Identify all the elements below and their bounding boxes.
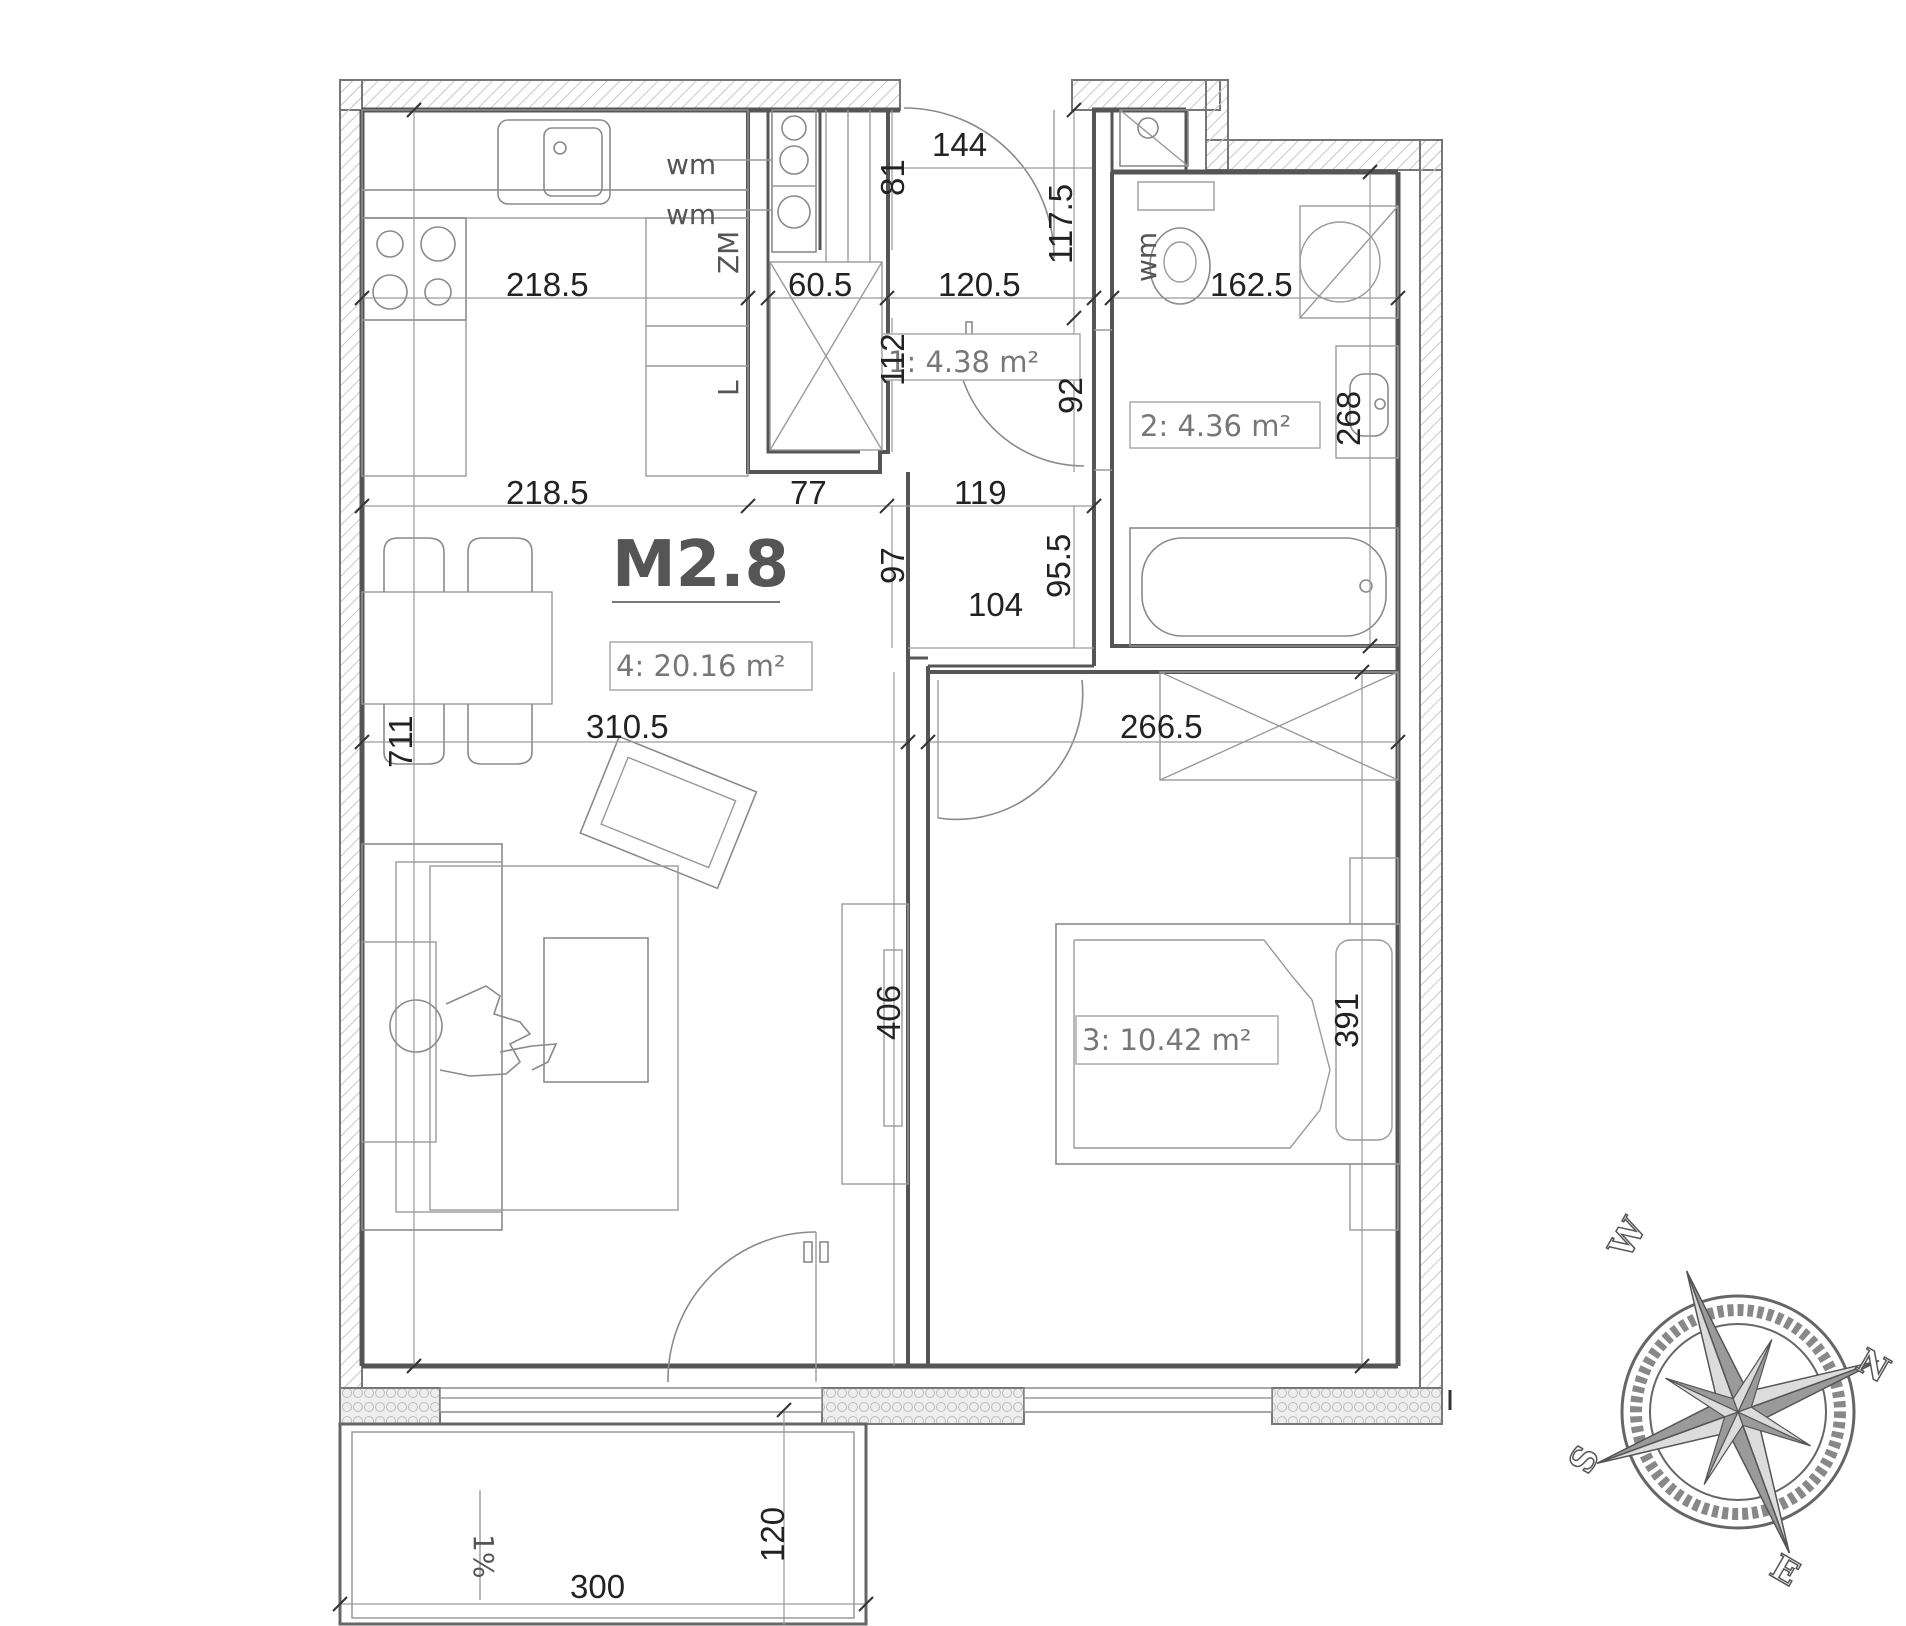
dim-92: 92: [1052, 377, 1089, 414]
living-furniture: [361, 735, 909, 1231]
washing-machine-icon: [771, 109, 817, 253]
room-2-label: 2: 4.36 m²: [1140, 409, 1291, 443]
dim-104: 104: [968, 586, 1023, 623]
compass-n: N: [1850, 1341, 1897, 1391]
balcony: [338, 1422, 868, 1626]
compass-s: S: [1561, 1439, 1608, 1480]
dim-218-5-bottom: 218.5: [506, 474, 589, 511]
bathtub-icon: [1129, 527, 1399, 647]
dim-60-5: 60.5: [788, 266, 852, 303]
room-labels: 1: 4.38 m² 2: 4.36 m² 3: 10.42 m² 4: 20.…: [609, 333, 1321, 1065]
person-icon: [389, 985, 558, 1077]
bedroom-door-swing: [937, 679, 1084, 821]
dining-table: [361, 591, 553, 705]
dim-112: 112: [874, 333, 911, 386]
dim-95-5: 95.5: [1040, 534, 1077, 598]
dimension-labels: 218.5 218.5 60.5 120.5 144 162.5 77 119 …: [382, 126, 1367, 1605]
wm-label-bath: wm: [1130, 232, 1163, 282]
chair-icon: [467, 704, 533, 765]
wm-label-1: wm: [666, 148, 716, 181]
fixture-labels: wm wm wm ZM L 1%: [467, 148, 1163, 1578]
coffee-table: [543, 937, 649, 1083]
chair-icon: [467, 537, 533, 592]
dim-310-5: 310.5: [586, 708, 669, 745]
entry-door-swing: [903, 107, 1055, 259]
apartment-title: M2.8: [612, 528, 789, 603]
compass-w: W: [1601, 1211, 1656, 1266]
dim-711: 711: [382, 715, 419, 768]
dim-144: 144: [932, 126, 987, 163]
dim-77: 77: [790, 474, 827, 511]
dining-furniture: [361, 537, 553, 765]
room-4-label: 4: 20.16 m²: [616, 649, 786, 683]
apartment-name: M2.8: [612, 528, 789, 602]
dim-391: 391: [1328, 993, 1365, 1048]
wm-label-2: wm: [666, 198, 716, 231]
zm-label: ZM: [712, 231, 745, 274]
kitchen-furniture: [361, 109, 883, 477]
rug: [429, 865, 679, 1211]
dim-266-5: 266.5: [1120, 708, 1203, 745]
chair-icon: [383, 704, 445, 765]
dim-300: 300: [570, 1568, 625, 1605]
room-3-label: 3: 10.42 m²: [1082, 1023, 1252, 1057]
dimension-lines: [340, 110, 1398, 1626]
toilet-icon: [1137, 181, 1215, 305]
dim-406: 406: [870, 985, 907, 1040]
toilet-tank-icon: [1119, 109, 1189, 167]
bed-icon: [1055, 923, 1401, 1165]
sink-icon: [497, 119, 611, 205]
slope-label: 1%: [467, 1534, 500, 1578]
dim-119: 119: [954, 474, 1007, 511]
dim-117-5: 117.5: [1042, 184, 1079, 264]
bathroom-fixtures: [1119, 109, 1399, 781]
dimension-ticks: [332, 102, 1406, 1612]
chair-icon: [383, 537, 445, 592]
compass-star-icon: [1596, 1270, 1880, 1554]
compass-rose: W N S E: [1560, 1210, 1897, 1596]
washbasin-icon: [1335, 345, 1399, 459]
sofa-icon: [361, 843, 503, 1231]
dim-81: 81: [874, 159, 911, 196]
exterior-walls: [339, 79, 1452, 1425]
dim-97: 97: [874, 547, 911, 584]
bedroom-furniture: [1055, 857, 1401, 1231]
dim-120-5: 120.5: [938, 266, 1021, 303]
compass-e: E: [1764, 1547, 1806, 1595]
dim-268: 268: [1330, 391, 1367, 446]
balcony-door-swing: [667, 1231, 817, 1383]
tv-unit: [841, 903, 909, 1185]
dim-120: 120: [754, 1507, 791, 1562]
dim-218-5-top: 218.5: [506, 266, 589, 303]
doors: [667, 107, 1112, 1383]
dim-162-5: 162.5: [1210, 266, 1293, 303]
armchair-icon: [579, 735, 758, 890]
l-label: L: [712, 380, 745, 396]
room-1-label: 1: 4.38 m²: [888, 345, 1039, 379]
